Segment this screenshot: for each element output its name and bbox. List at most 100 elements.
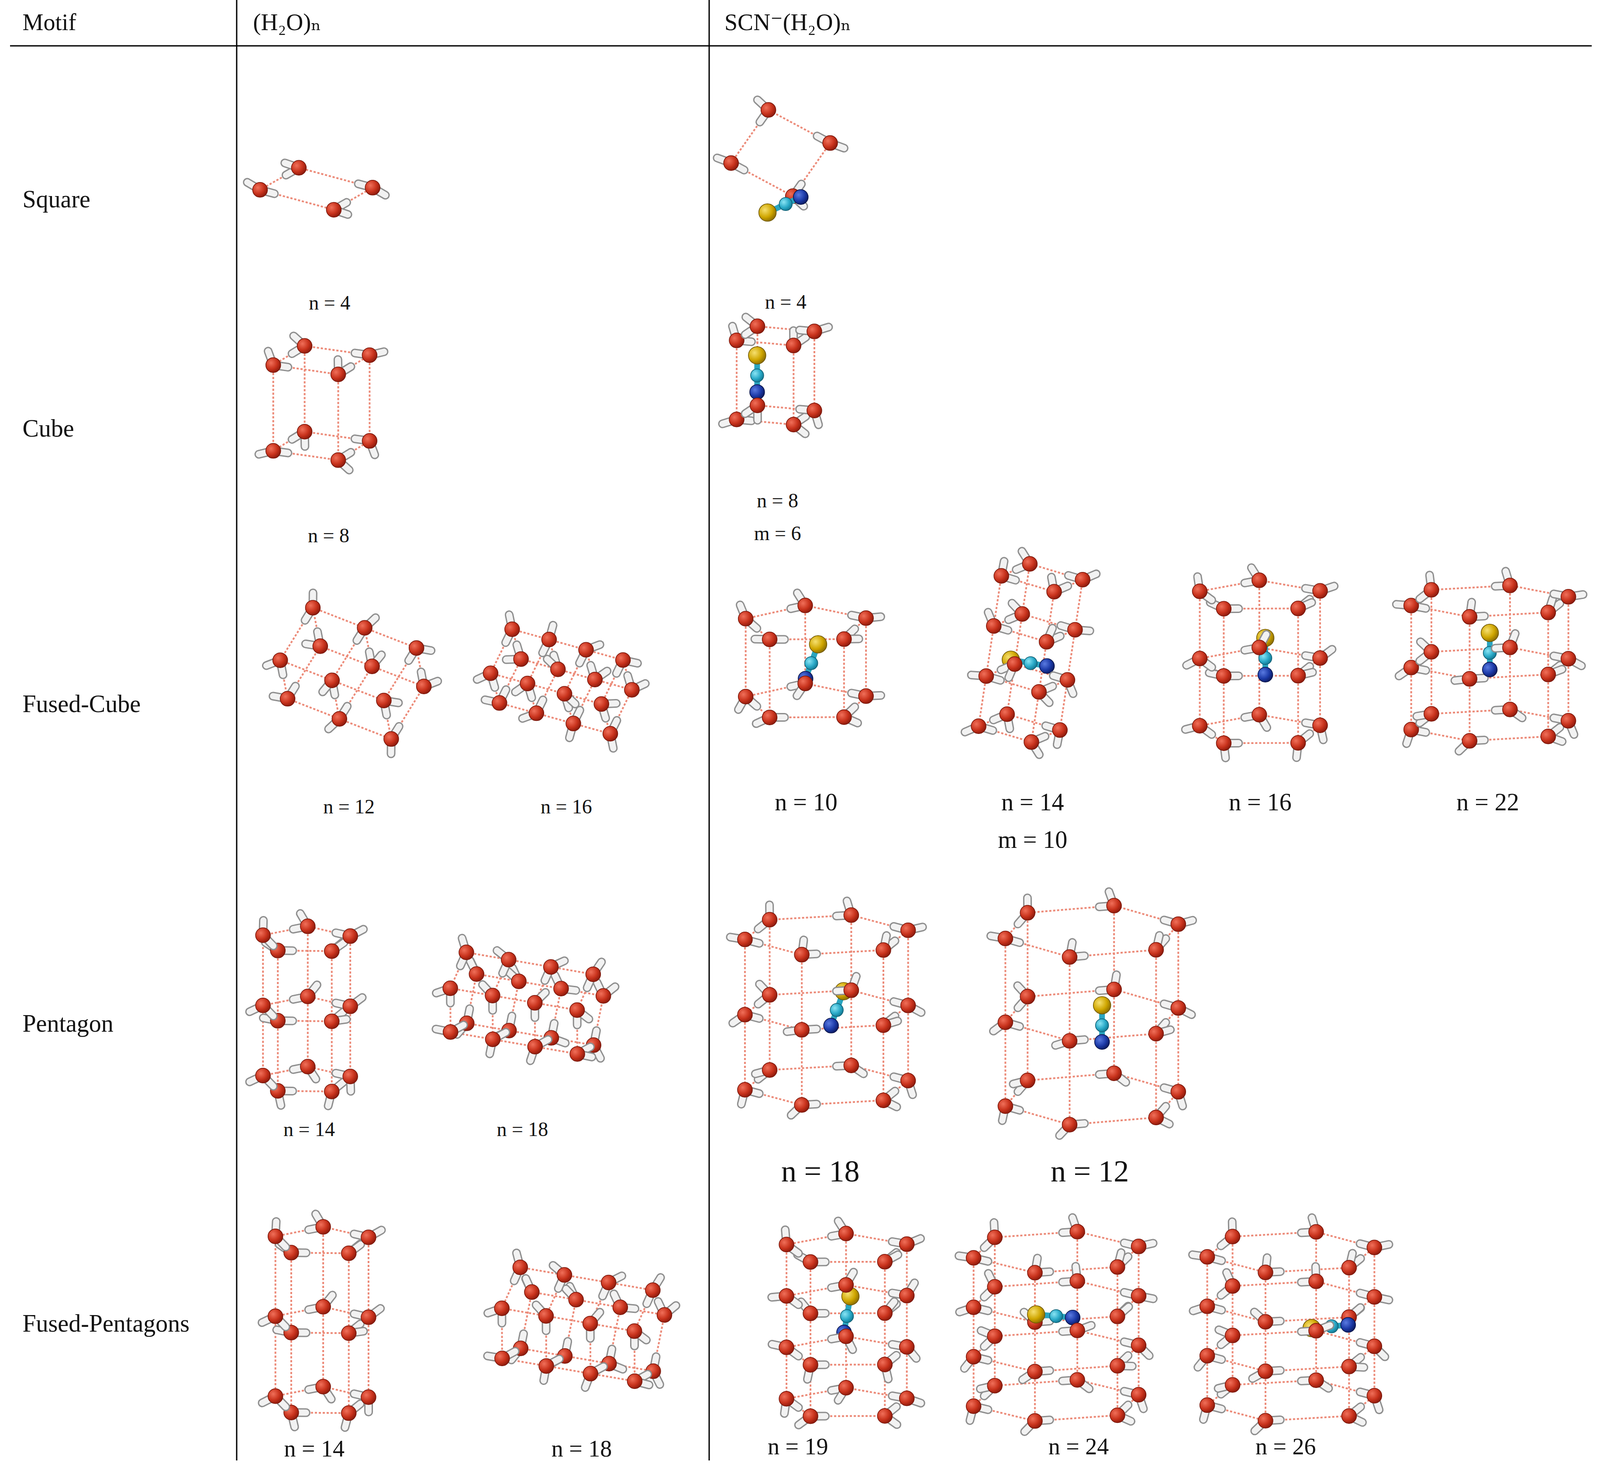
hydrogen-bond	[744, 618, 747, 697]
water-molecule	[284, 160, 307, 176]
hydrogen-bond	[731, 162, 793, 197]
oxygen-atom	[331, 711, 347, 727]
hydrogen-bond	[280, 607, 314, 661]
water-molecule	[1017, 985, 1035, 1008]
hydrogen-bond-network	[501, 1267, 665, 1382]
water-molecule	[971, 668, 1000, 684]
thiocyanate-ion	[758, 189, 809, 221]
water-molecule	[341, 1403, 361, 1428]
oxygen-atom	[1031, 684, 1047, 700]
hydrogen-bond	[769, 1065, 852, 1071]
water-molecule	[893, 1073, 916, 1095]
hydrogen-bond	[768, 639, 771, 718]
hydrogen-bond	[1411, 605, 1470, 618]
oxygen-atom	[341, 1326, 357, 1342]
water-molecule	[756, 710, 785, 725]
water-molecule	[1099, 975, 1122, 998]
water-molecule	[1419, 641, 1439, 662]
oxygen-atom	[1020, 989, 1035, 1005]
hydrogen-bond	[277, 1091, 332, 1092]
water-molecule	[1244, 634, 1267, 656]
hydrogen-bond	[731, 110, 769, 164]
hydrogen-bond	[801, 1025, 884, 1031]
oxygen-atom	[324, 943, 340, 959]
water-cluster	[247, 160, 386, 218]
water-molecule	[1008, 603, 1030, 622]
water-molecule	[1039, 628, 1061, 650]
hydrogen-bond	[291, 1412, 349, 1414]
oxygen-atom	[843, 982, 859, 998]
thiocyanate-water-cluster	[958, 1217, 1154, 1432]
nitrogen-atom	[749, 384, 765, 400]
oxygen-atom	[1561, 589, 1576, 605]
oxygen-atom	[978, 668, 994, 684]
oxygen-atom	[1216, 668, 1232, 684]
hydrogen-bond	[273, 451, 339, 461]
hydrogen-bond	[320, 646, 373, 667]
water-molecule	[543, 959, 565, 981]
thiocyanate-water-cluster	[990, 891, 1193, 1136]
hydrogen-bond	[1319, 590, 1321, 659]
thiocyanate-ion	[1256, 629, 1275, 683]
oxygen-atom	[1027, 1413, 1043, 1429]
oxygen-atom	[1540, 605, 1556, 621]
oxygen-atom	[1462, 609, 1477, 625]
oxygen-atom	[645, 1282, 661, 1298]
hydrogen-bond-network	[731, 110, 831, 197]
hydrogen-bond	[805, 605, 866, 619]
hydrogen-bond	[851, 1065, 908, 1081]
water-molecule	[758, 905, 778, 930]
water-molecule	[1110, 1252, 1128, 1275]
oxygen-atom	[737, 932, 753, 948]
oxygen-atom	[1192, 583, 1207, 599]
water-molecule	[1553, 713, 1576, 735]
hydrogen-bond	[290, 1332, 293, 1413]
water-molecule	[892, 1391, 921, 1407]
hydrogen-bond	[744, 1014, 746, 1090]
hydrogen-bond	[1077, 1380, 1139, 1396]
oxygen-atom	[858, 688, 874, 704]
water-molecule	[1290, 599, 1312, 616]
water-molecule	[1495, 571, 1518, 594]
water-molecule	[1017, 898, 1035, 925]
water-molecule	[893, 998, 922, 1014]
oxygen-atom	[997, 1014, 1013, 1030]
hydrogen-bond	[1155, 950, 1157, 1035]
oxygen-atom	[794, 1022, 810, 1038]
hydrogen-bond	[306, 926, 309, 997]
oxygen-atom	[738, 611, 754, 627]
oxygen-atom	[268, 1229, 283, 1245]
oxygen-atom	[822, 135, 838, 151]
hydrogen-bond	[331, 680, 384, 701]
hydrogen-bond	[1069, 1117, 1156, 1125]
hydrogen-bond	[1410, 667, 1413, 730]
water-molecule	[341, 1324, 364, 1341]
oxygen-atom	[900, 923, 916, 938]
oxygen-atom	[578, 642, 594, 658]
oxygen-atom	[986, 618, 1002, 634]
hydrogen-bond	[276, 1020, 279, 1092]
hydrogen-bond	[272, 365, 275, 451]
oxygen-atom	[1312, 650, 1328, 666]
water-molecule	[458, 938, 474, 967]
hydrogen-bond	[367, 1237, 370, 1318]
oxygen-atom	[1039, 634, 1055, 650]
water-molecule	[435, 1024, 464, 1040]
oxygen-atom	[779, 1391, 794, 1407]
oxygen-atom	[750, 397, 766, 413]
oxygen-atom	[836, 631, 852, 647]
oxygen-atom	[993, 568, 1009, 584]
water-molecule	[875, 1091, 897, 1108]
oxygen-atom	[786, 417, 801, 432]
hydrogen-bond	[1027, 1073, 1114, 1081]
hydrogen-bond	[1113, 989, 1115, 1074]
oxygen-atom	[268, 1309, 283, 1325]
hydrogen-bond-network	[786, 1233, 907, 1417]
hydrogen-bond	[1006, 714, 1060, 731]
hydrogen-bond	[1222, 675, 1225, 744]
hydrogen-bond	[973, 1356, 1035, 1372]
water-molecule	[1148, 935, 1166, 958]
water-molecule	[356, 617, 376, 641]
water-molecule	[730, 932, 759, 948]
oxygen-atom	[357, 620, 373, 636]
